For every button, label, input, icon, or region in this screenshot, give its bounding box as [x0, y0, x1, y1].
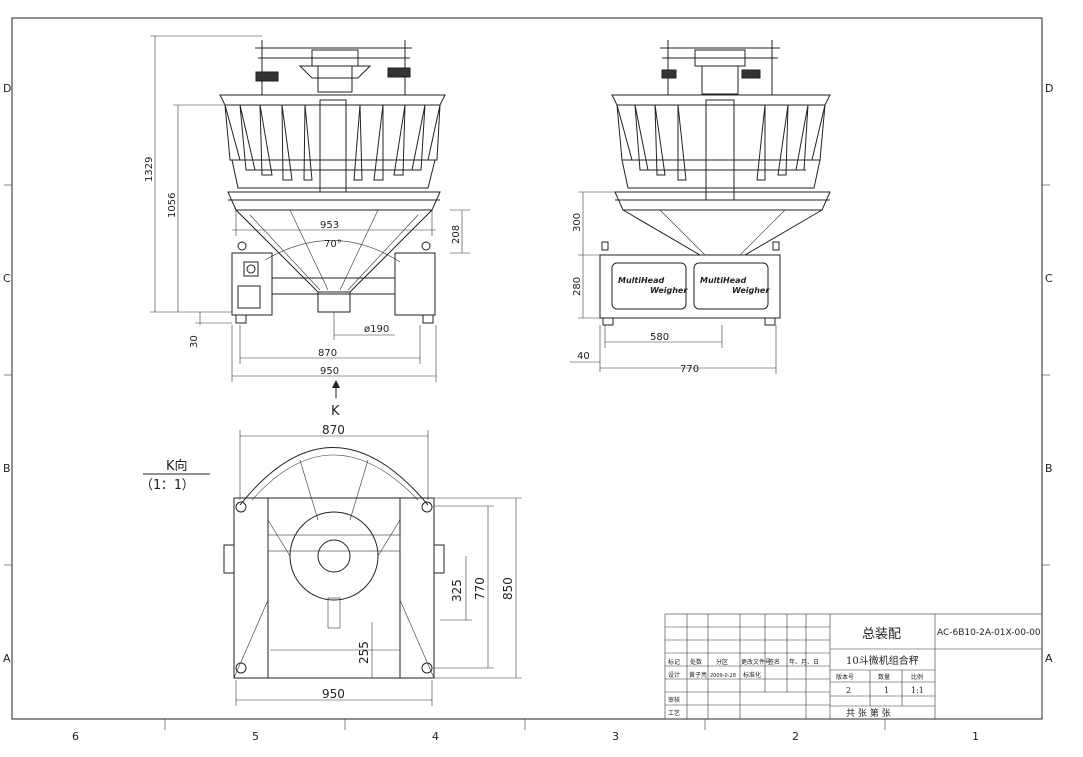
zone-3: 3 — [612, 730, 619, 743]
side-base — [599, 241, 781, 326]
k-arrow-label: K — [331, 404, 340, 419]
dim-870-front: 870 — [318, 348, 337, 359]
front-top-frame — [255, 40, 412, 95]
tb-header-sign: 签名 — [768, 658, 780, 666]
tb-product-name: 10斗微机组合秤 — [846, 654, 919, 667]
title-block: 标记 处数 分区 更改文件号 签名 年、月、日 设计 黄子亮 2009-0-28… — [664, 613, 1043, 720]
dim-diameter: ø190 — [364, 324, 389, 335]
tb-header-mark: 标记 — [668, 658, 680, 666]
zone-left-d: D — [3, 82, 11, 95]
front-view: 1329 1056 953 208 70° ø190 870 950 30 — [144, 35, 470, 382]
tb-designer: 黄子亮 — [689, 671, 707, 679]
zone-labels-left: D C B A — [3, 82, 11, 665]
front-hoppers — [219, 94, 446, 193]
dim-1056: 1056 — [167, 193, 178, 218]
zone-right-c: C — [1045, 272, 1053, 285]
dim-300: 300 — [572, 213, 583, 232]
zone-right-a: A — [1045, 652, 1053, 665]
front-dimensions — [150, 35, 470, 382]
dim-950-bottom: 950 — [322, 687, 345, 701]
zone-6: 6 — [72, 730, 79, 743]
tb-val-scale: 1:1 — [911, 686, 924, 695]
front-base — [231, 241, 436, 324]
dim-angle: 70° — [324, 239, 342, 250]
dim-770-side: 770 — [680, 364, 699, 375]
zone-2: 2 — [792, 730, 799, 743]
dim-30: 30 — [189, 335, 200, 348]
side-view: MultiHead Weigher MultiHead Weigher 300 … — [570, 40, 831, 375]
panel-right-line1: MultiHead — [700, 276, 746, 285]
side-hoppers — [611, 94, 831, 201]
tb-review: 审核 — [668, 696, 680, 704]
dim-208: 208 — [451, 225, 462, 244]
k-view-arrow: K — [331, 380, 340, 419]
zone-right-b: B — [1045, 462, 1053, 475]
zone-left-c: C — [3, 272, 11, 285]
dim-325: 325 — [450, 579, 464, 602]
tb-header-change-doc: 更改文件号 — [741, 658, 771, 666]
tb-val-qty: 1 — [884, 686, 889, 695]
tb-design-date: 2009-0-28 — [710, 673, 736, 679]
tb-header-date: 年、月、日 — [789, 658, 819, 666]
tb-standardization: 标准化 — [743, 671, 761, 679]
zone-1: 1 — [972, 730, 979, 743]
zone-labels-right: D C B A — [1045, 82, 1053, 665]
zone-5: 5 — [252, 730, 259, 743]
zone-left-b: B — [3, 462, 11, 475]
zone-labels-top: 6 5 4 3 2 1 — [72, 730, 979, 743]
dim-950-front: 950 — [320, 366, 339, 377]
tb-design-label: 设计 — [668, 671, 680, 679]
dim-280: 280 — [572, 277, 583, 296]
tb-process: 工艺 — [668, 709, 680, 717]
bottom-dimensions — [235, 430, 522, 706]
tb-drawing-number: AC-6B10-2A-01X-00-00 — [937, 628, 1041, 638]
tb-col-qty: 数量 — [878, 673, 890, 681]
dim-870-bottom: 870 — [322, 423, 345, 437]
zone-right-d: D — [1045, 82, 1053, 95]
panel-left-line2: Weigher — [650, 286, 688, 295]
tb-header-zone: 分区 — [716, 658, 728, 666]
k-view-title: K向 — [166, 458, 188, 474]
zone-4: 4 — [432, 730, 439, 743]
k-view-label: K向 （1：1） — [140, 458, 210, 493]
dim-40: 40 — [577, 351, 590, 362]
side-cone — [614, 191, 831, 256]
tb-col-scale: 比例 — [911, 673, 923, 681]
zone-left-a: A — [3, 652, 11, 665]
dim-580: 580 — [650, 332, 669, 343]
zone-ticks — [4, 184, 1050, 730]
panel-right-line2: Weigher — [732, 286, 770, 295]
drawing-border — [11, 17, 1043, 720]
tb-sheet: 共 张 第 张 — [846, 707, 891, 719]
k-view-scale: （1：1） — [140, 478, 195, 493]
dim-850: 850 — [501, 577, 515, 600]
tb-header-count: 处数 — [690, 658, 702, 666]
panel-left-line1: MultiHead — [618, 276, 664, 285]
dim-1329: 1329 — [144, 157, 155, 182]
dim-770-bottom: 770 — [473, 577, 487, 600]
title-block-grid — [664, 613, 1043, 720]
dim-953: 953 — [320, 220, 339, 231]
tb-val-version: 2 — [846, 686, 851, 695]
side-top-frame — [660, 40, 780, 95]
tb-col-version: 版本号 — [836, 673, 854, 681]
bottom-view: 870 325 770 850 255 950 — [223, 423, 522, 706]
tb-title: 总装配 — [862, 627, 901, 642]
bottom-outline — [223, 447, 445, 679]
side-dimensions — [570, 191, 777, 374]
dim-255: 255 — [357, 641, 371, 664]
